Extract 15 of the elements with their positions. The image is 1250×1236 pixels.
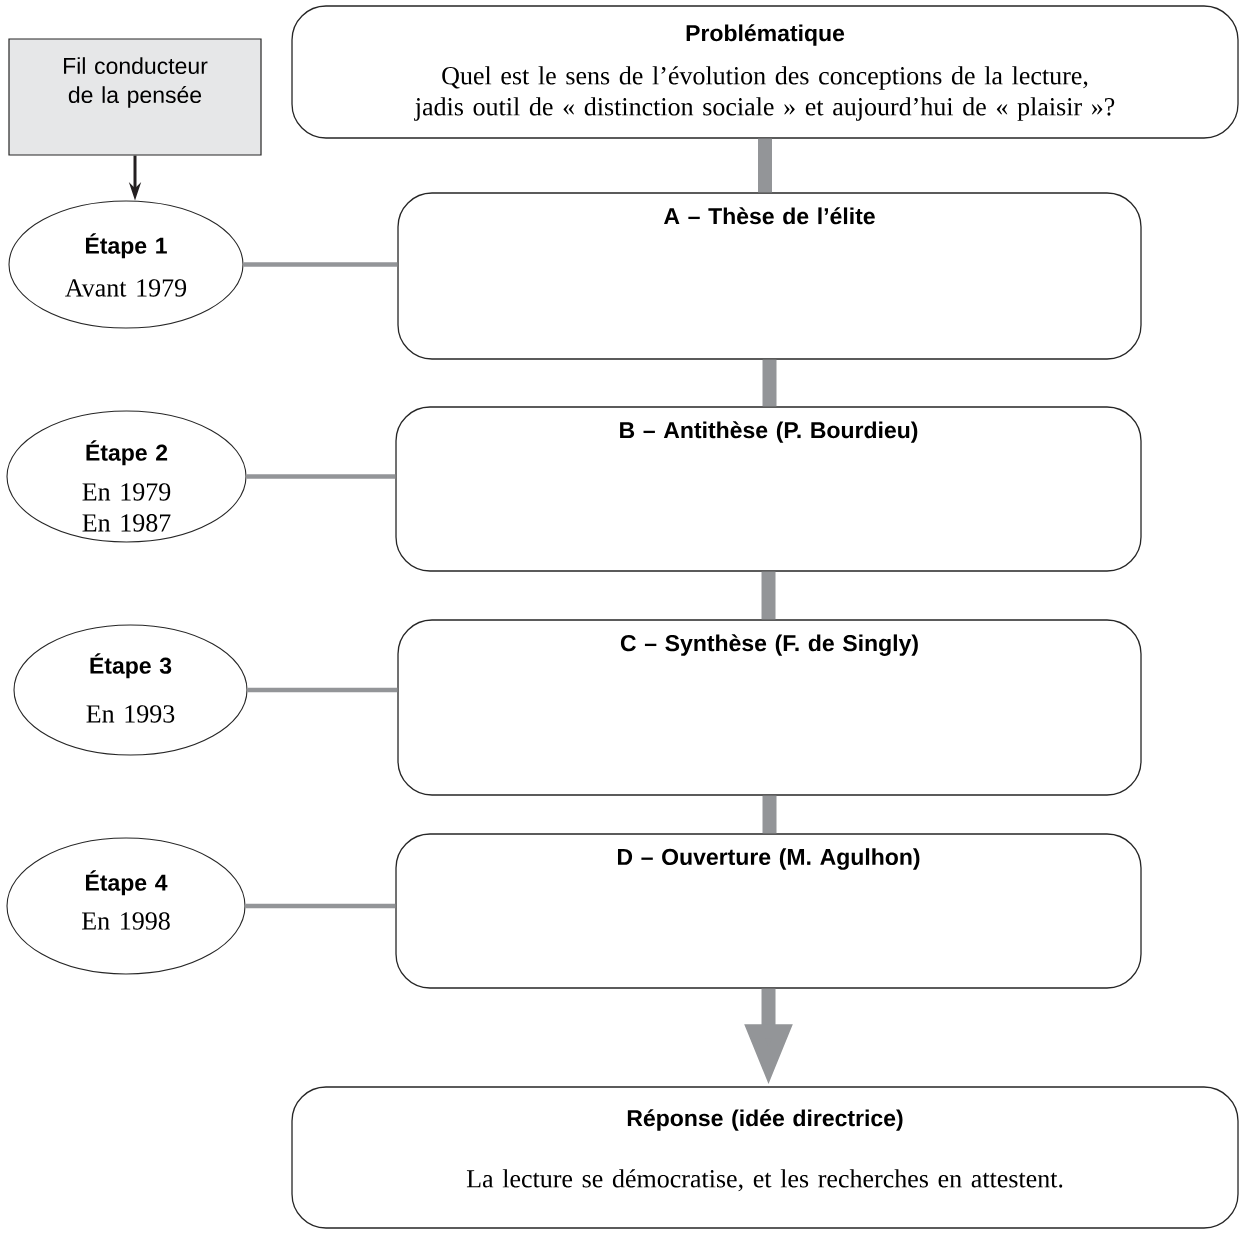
shaded-box: Fil conducteur de la pensée [8,38,262,156]
connector-line [762,359,777,407]
rounded-box: A – Thèse de l’élite [397,192,1142,360]
rounded-box: D – Ouverture (M. Agulhon) [395,833,1142,989]
connector-line [245,903,396,909]
connector-line [243,262,398,267]
rounded-box: C – Synthèse (F. de Singly) [397,619,1142,796]
rounded-box: Problématique Quel est le sens de l’évolution des conceptions de la lecture, jadis outil de « distinction sociale » et aujourd’hui de « plaisir »? [291,5,1239,139]
rounded-box: Réponse (idée directrice) La lecture se démocratise, et les recherches en attestent. [291,1086,1239,1229]
connector-line [247,687,398,693]
connector-line [758,138,772,193]
connector-line [762,795,777,834]
connector-line [761,571,776,620]
connector-line [246,474,396,479]
rounded-box: B – Antithèse (P. Bourdieu) [395,406,1142,572]
